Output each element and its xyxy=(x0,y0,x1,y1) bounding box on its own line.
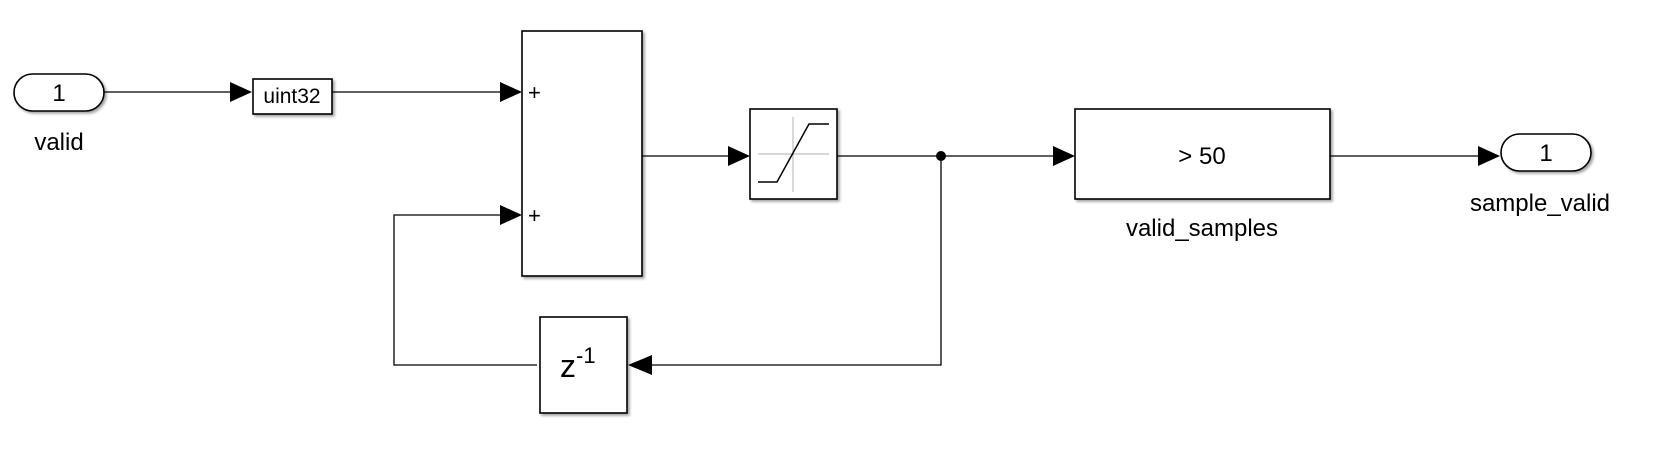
arrowhead-saturation-input xyxy=(728,146,750,166)
delay-label: z-1 xyxy=(560,343,596,384)
compare-label: > 50 xyxy=(1178,143,1225,170)
outport-number: 1 xyxy=(1539,140,1552,167)
unit-delay-block[interactable]: z-1 xyxy=(539,316,628,414)
compare-to-constant-block[interactable]: > 50 xyxy=(1074,108,1331,200)
sum-block[interactable]: + + xyxy=(521,30,643,277)
delay-exponent: -1 xyxy=(576,343,596,368)
arrowhead-outport-input xyxy=(1478,146,1500,166)
convert-label: uint32 xyxy=(263,85,320,108)
data-type-conversion-block[interactable]: uint32 xyxy=(252,78,333,115)
sum-sign-top: + xyxy=(528,80,541,105)
inport-number: 1 xyxy=(52,80,65,107)
wire-branch-to-delay[interactable] xyxy=(640,156,942,366)
sum-sign-bottom: + xyxy=(528,203,541,228)
arrowhead-delay-input xyxy=(628,355,652,375)
inport-name-label: valid xyxy=(34,129,83,156)
saturation-icon xyxy=(758,117,829,192)
inport-block[interactable]: 1 xyxy=(13,73,105,112)
arrowhead-convert-input xyxy=(230,82,252,102)
wire-delay-to-sum[interactable] xyxy=(393,214,537,366)
signal-lines xyxy=(104,82,1500,375)
saturation-block[interactable] xyxy=(749,108,838,200)
compare-name-label: valid_samples xyxy=(1126,215,1278,242)
outport-block[interactable]: 1 xyxy=(1500,133,1592,172)
arrowhead-compare-input xyxy=(1053,146,1075,166)
arrowhead-sum-input-2 xyxy=(500,205,522,225)
delay-base: z xyxy=(560,348,576,384)
arrowhead-sum-input-1 xyxy=(500,82,522,102)
outport-name-label: sample_valid xyxy=(1470,190,1610,217)
